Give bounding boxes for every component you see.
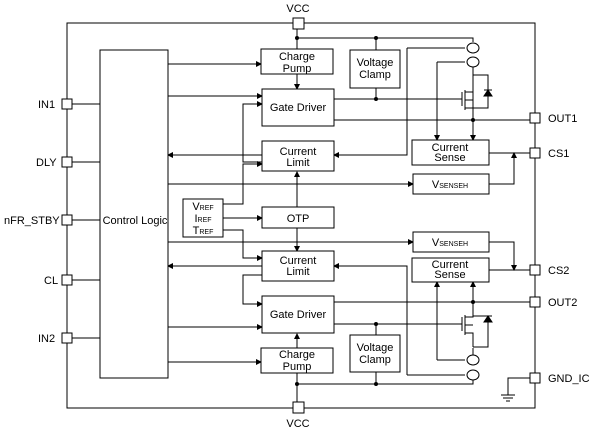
pin-cs2 bbox=[529, 264, 541, 276]
label: Current bbox=[280, 255, 317, 267]
pin-dly bbox=[61, 156, 73, 168]
left-pins: IN1 DLY nFR_STBY CL IN2 bbox=[4, 98, 100, 345]
label: IREF bbox=[194, 213, 211, 225]
pin-label-dly: DLY bbox=[36, 157, 57, 169]
voltage-clamp-2: Voltage Clamp bbox=[349, 334, 401, 373]
label: Current bbox=[432, 259, 469, 271]
pin-label-in2: IN2 bbox=[38, 333, 55, 345]
pin-vcc-bottom bbox=[292, 401, 305, 414]
pin-cs1 bbox=[529, 147, 541, 159]
pin-label-in1: IN1 bbox=[38, 99, 55, 111]
pin-nfr-stby bbox=[61, 214, 73, 226]
pin-label-out2: OUT2 bbox=[548, 297, 577, 309]
label: Clamp bbox=[359, 69, 391, 81]
label: Pump bbox=[283, 361, 312, 373]
current-limit-2: Current Limit bbox=[261, 250, 335, 282]
label: Gate Driver bbox=[270, 102, 327, 114]
charge-pump-1: Charge Pump bbox=[260, 48, 334, 75]
ground-icon bbox=[501, 377, 530, 402]
mosfet-1-icon bbox=[461, 75, 493, 120]
label: TREF bbox=[193, 225, 214, 237]
label: OTP bbox=[287, 213, 310, 225]
pin-cl bbox=[61, 274, 73, 286]
pin-out2 bbox=[529, 296, 541, 308]
pin-label-cl: CL bbox=[44, 275, 58, 287]
label: Charge bbox=[279, 51, 315, 63]
gate-driver-1: Gate Driver bbox=[261, 88, 335, 127]
vsenseh-1: VSENSEH bbox=[412, 173, 490, 195]
pin-gnd-ic bbox=[529, 372, 541, 384]
label: Limit bbox=[286, 157, 309, 169]
pin-out1 bbox=[529, 112, 541, 124]
label: Charge bbox=[279, 349, 315, 361]
wires bbox=[167, 29, 530, 402]
label: Voltage bbox=[357, 57, 394, 69]
label: VSENSEH bbox=[432, 179, 468, 191]
mosfet-2-icon bbox=[461, 302, 493, 347]
pin-label-cs2: CS2 bbox=[548, 265, 569, 277]
otp-block: OTP bbox=[261, 206, 335, 229]
voltage-clamp-1: Voltage Clamp bbox=[349, 49, 401, 89]
pin-label-cs1: CS1 bbox=[548, 148, 569, 160]
current-limit-1: Current Limit bbox=[261, 140, 335, 172]
pin-label-gnd-ic: GND_IC bbox=[548, 373, 590, 385]
control-logic-block: Control Logic bbox=[99, 49, 169, 379]
pin-label-out1: OUT1 bbox=[548, 113, 577, 125]
gate-driver-2: Gate Driver bbox=[261, 295, 335, 334]
charge-pump-2: Charge Pump bbox=[260, 347, 334, 374]
label: Current bbox=[280, 146, 317, 158]
reference-block: VREF IREF TREF bbox=[182, 198, 224, 238]
pin-in1 bbox=[61, 98, 73, 110]
label: Voltage bbox=[357, 342, 394, 354]
vsenseh-2: VSENSEH bbox=[412, 231, 490, 253]
pin-label-vcc-bottom: VCC bbox=[286, 418, 309, 430]
label: Gate Driver bbox=[270, 309, 327, 321]
label: Current bbox=[432, 142, 469, 154]
current-sense-ovals bbox=[466, 42, 480, 381]
label: VREF bbox=[192, 201, 213, 213]
current-sense-2: Current Sense bbox=[411, 257, 490, 283]
pin-in2 bbox=[61, 332, 73, 344]
current-sense-1: Current Sense bbox=[411, 139, 490, 166]
label: Sense bbox=[434, 269, 465, 281]
pin-vcc-top bbox=[292, 17, 305, 30]
pin-label-nfr-stby: nFR_STBY bbox=[4, 215, 60, 227]
label: Clamp bbox=[359, 354, 391, 366]
label: VSENSEH bbox=[432, 237, 468, 249]
control-logic-label: Control Logic bbox=[103, 215, 168, 227]
pin-label-vcc-top: VCC bbox=[286, 3, 309, 15]
label: Limit bbox=[286, 266, 309, 278]
label: Sense bbox=[434, 152, 465, 164]
junction-dots bbox=[295, 36, 475, 386]
label: Pump bbox=[283, 63, 312, 75]
